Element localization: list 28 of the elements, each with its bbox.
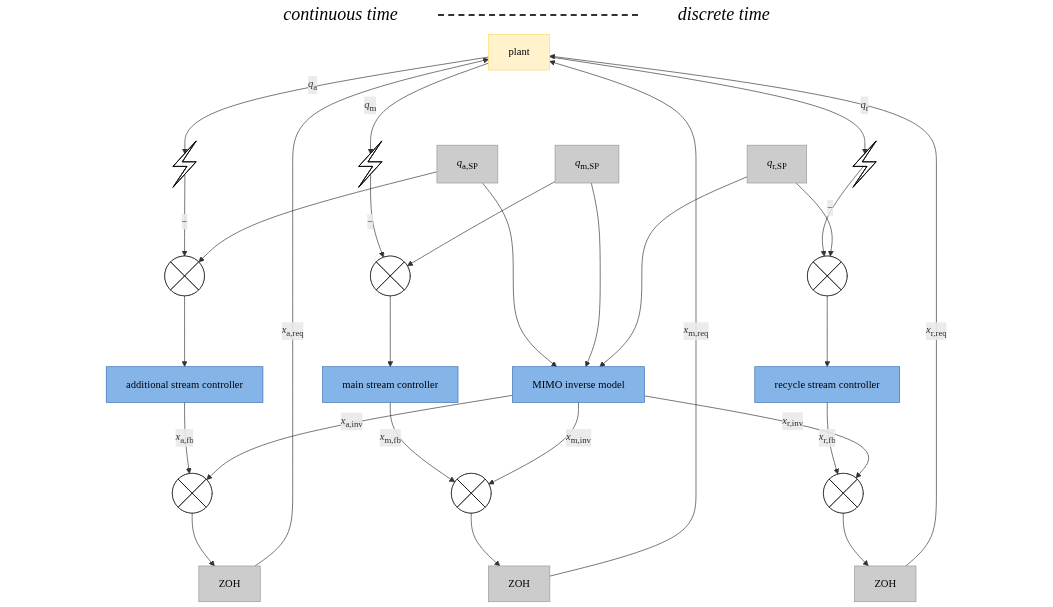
edge-label: q$_{r}$ bbox=[860, 98, 869, 113]
edge-label: x$_{r,req}$ bbox=[926, 324, 947, 339]
node-box: recycle stream controller bbox=[754, 366, 901, 403]
note-text: discrete time bbox=[677, 4, 770, 25]
edge-label: x$_{r,inv}$ bbox=[782, 414, 804, 429]
node-box: MIMO inverse model bbox=[512, 366, 645, 403]
node-box: q$_{a,SP}$ bbox=[436, 144, 499, 184]
edge-label: x$_{a,inv}$ bbox=[340, 414, 363, 429]
node-box: ZOH bbox=[488, 565, 551, 603]
node-box: ZOH bbox=[198, 565, 261, 603]
node-box: q$_{r,SP}$ bbox=[746, 144, 808, 184]
edge-label: q$_{a}$ bbox=[308, 78, 318, 93]
edge-label: − bbox=[827, 201, 834, 214]
node-box: plant bbox=[488, 33, 550, 71]
edge-label: x$_{r,fb}$ bbox=[818, 430, 836, 445]
node-box: q$_{m,SP}$ bbox=[554, 144, 620, 184]
edge-label: − bbox=[181, 215, 188, 227]
node-box: additional stream controller bbox=[105, 366, 264, 403]
edge-label: q$_{m}$ bbox=[364, 98, 377, 113]
edge-label: x$_{m,fb}$ bbox=[379, 430, 401, 445]
node-box: ZOH bbox=[854, 565, 917, 603]
note-text: continuous time bbox=[283, 4, 398, 25]
edge-label: x$_{a,req}$ bbox=[281, 324, 304, 339]
edge-label: x$_{a,fb}$ bbox=[175, 430, 194, 445]
edge-label: − bbox=[367, 215, 374, 227]
edge-label: x$_{m,inv}$ bbox=[565, 430, 591, 445]
node-box: main stream controller bbox=[322, 366, 459, 403]
edge-label: x$_{m,req}$ bbox=[683, 324, 709, 339]
